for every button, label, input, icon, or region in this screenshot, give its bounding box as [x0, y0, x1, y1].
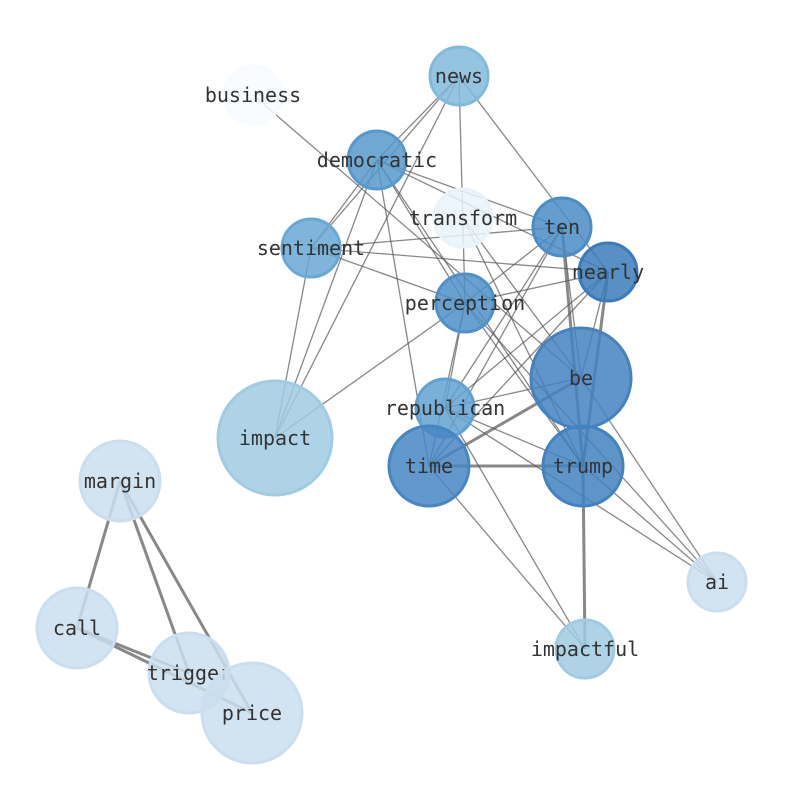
node-impactful[interactable]: impactful [531, 618, 639, 680]
node-republican[interactable]: republican [385, 377, 505, 439]
node-circle[interactable] [346, 129, 408, 191]
node-label: nearly [572, 260, 644, 284]
node-be[interactable]: be [529, 326, 633, 430]
node-circle[interactable] [434, 272, 496, 334]
node-circle[interactable] [78, 439, 162, 523]
edge-ten-republican [444, 226, 563, 409]
edge-sentiment-nearly [310, 247, 609, 273]
node-circle[interactable] [428, 45, 490, 107]
node-circle[interactable] [577, 241, 639, 303]
node-margin[interactable]: margin [78, 439, 162, 523]
node-label: perception [405, 291, 525, 315]
node-label: trump [553, 454, 613, 478]
node-sentiment[interactable]: sentiment [257, 217, 365, 279]
node-circle[interactable] [222, 64, 284, 126]
node-business[interactable]: business [205, 64, 301, 126]
node-label: transform [409, 206, 517, 230]
node-circle[interactable] [280, 217, 342, 279]
edge-news-impact [274, 75, 460, 439]
node-label: be [569, 366, 593, 390]
edge-nearly-republican [444, 271, 609, 409]
node-price[interactable]: price [200, 661, 304, 765]
node-trump[interactable]: trump [541, 424, 625, 508]
node-circle[interactable] [686, 551, 748, 613]
node-label: impact [239, 426, 311, 450]
node-label: democratic [317, 148, 437, 172]
node-ten[interactable]: ten [531, 196, 593, 258]
node-circle[interactable] [432, 187, 494, 249]
node-call[interactable]: call [35, 586, 119, 670]
node-label: business [205, 83, 301, 107]
node-circle[interactable] [35, 586, 119, 670]
node-label: sentiment [257, 236, 365, 260]
node-label: ai [705, 570, 729, 594]
node-label: ten [544, 215, 580, 239]
node-circle[interactable] [387, 424, 471, 508]
node-circle[interactable] [216, 379, 334, 497]
node-circle[interactable] [531, 196, 593, 258]
node-transform[interactable]: transform [409, 187, 517, 249]
node-democratic[interactable]: democratic [317, 129, 437, 191]
node-label: price [222, 701, 282, 725]
node-time[interactable]: time [387, 424, 471, 508]
node-label: call [53, 616, 101, 640]
node-nearly[interactable]: nearly [572, 241, 644, 303]
node-circle[interactable] [541, 424, 625, 508]
node-news[interactable]: news [428, 45, 490, 107]
edge-republican-impactful [444, 407, 586, 650]
node-perception[interactable]: perception [405, 272, 525, 334]
node-label: impactful [531, 637, 639, 661]
nodes-layer: business news democratic transform ten nearly… [35, 45, 748, 765]
node-ai[interactable]: ai [686, 551, 748, 613]
node-impact[interactable]: impact [216, 379, 334, 497]
node-label: margin [84, 469, 156, 493]
node-label: time [405, 454, 453, 478]
edge-business-be [252, 94, 582, 379]
node-circle[interactable] [554, 618, 616, 680]
node-label: news [435, 64, 483, 88]
node-label: republican [385, 396, 505, 420]
edge-sentiment-ten [310, 226, 563, 249]
node-circle[interactable] [200, 661, 304, 765]
